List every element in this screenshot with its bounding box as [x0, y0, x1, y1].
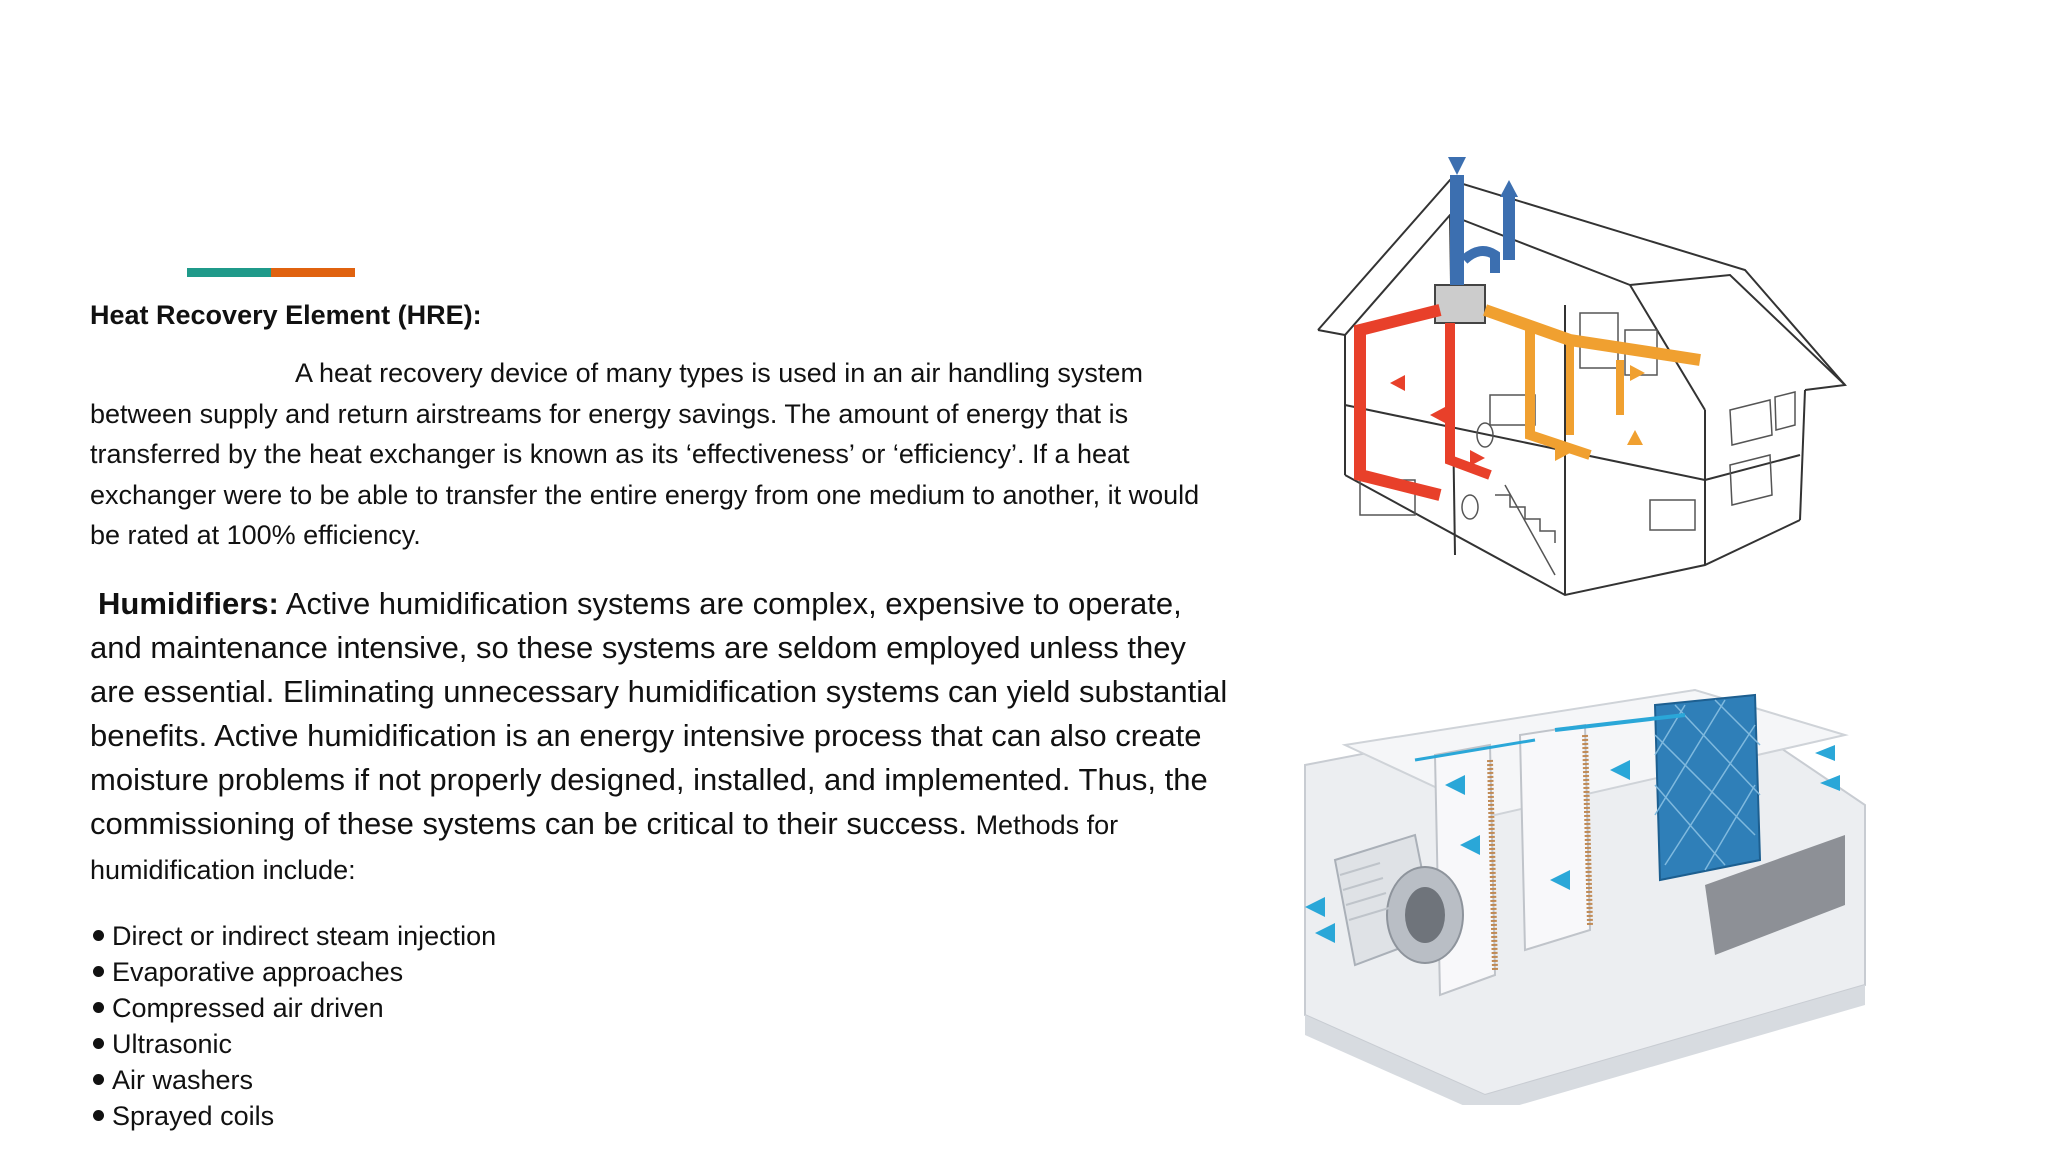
bullet-icon: [93, 1002, 104, 1013]
hre-heading: Heat Recovery Element (HRE):: [90, 300, 482, 330]
title-accent-teal: [187, 268, 271, 277]
house-hrv-illustration: [1317, 157, 1847, 597]
bullet-icon: [93, 930, 104, 941]
air-handling-unit-illustration: [1304, 688, 1866, 1105]
list-item: Compressed air driven: [90, 990, 1230, 1026]
humidifiers-label: Humidifiers:: [98, 585, 279, 621]
list-item: Air washers: [90, 1062, 1230, 1098]
methods-intro: Methods for humidification include:: [90, 809, 1119, 885]
bullet-icon: [93, 1074, 104, 1085]
text-column: Heat Recovery Element (HRE): A heat reco…: [90, 300, 1230, 1134]
hre-body: A heat recovery device of many types is …: [90, 358, 1200, 550]
humidifiers-paragraph: Humidifiers: Active humidification syste…: [90, 582, 1230, 892]
list-item: Ultrasonic: [90, 1026, 1230, 1062]
list-item: Direct or indirect steam injection: [90, 918, 1230, 954]
humidifiers-body: Active humidification systems are comple…: [90, 585, 1228, 841]
title-accent-orange: [271, 268, 355, 277]
bullet-icon: [93, 966, 104, 977]
bullet-icon: [93, 1038, 104, 1049]
list-item: Evaporative approaches: [90, 954, 1230, 990]
list-item: Sprayed coils: [90, 1098, 1230, 1134]
humidification-methods-list: Direct or indirect steam injection Evapo…: [90, 918, 1230, 1134]
hre-paragraph: A heat recovery device of many types is …: [90, 353, 1230, 556]
bullet-icon: [93, 1110, 104, 1121]
